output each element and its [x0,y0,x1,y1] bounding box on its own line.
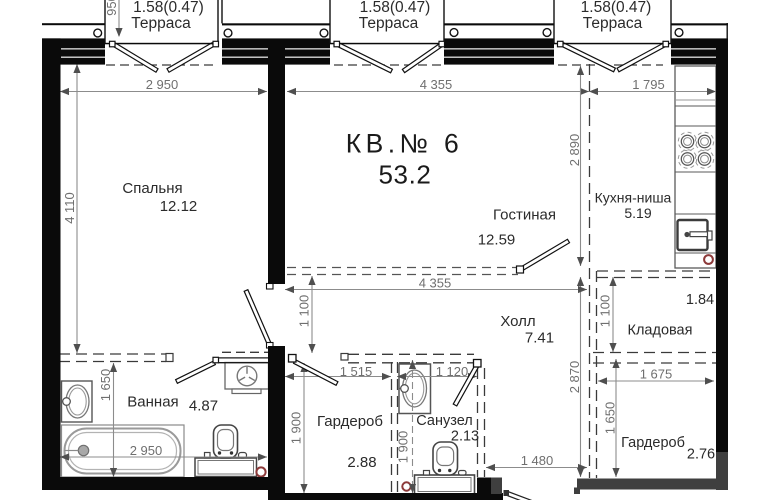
svg-text:Кухня-ниша: Кухня-ниша [595,189,672,205]
svg-text:7.41: 7.41 [525,329,554,346]
svg-text:Ванная: Ванная [127,393,178,410]
svg-text:53.2: 53.2 [378,160,431,190]
svg-text:1 515: 1 515 [340,364,373,379]
svg-text:1.58(0.47): 1.58(0.47) [360,0,431,16]
svg-text:Гостиная: Гостиная [493,206,556,223]
svg-text:Терраса: Терраса [359,15,419,32]
svg-text:2.76: 2.76 [687,447,715,463]
svg-text:2 950: 2 950 [146,77,179,92]
svg-text:2 950: 2 950 [130,443,163,458]
svg-text:2.88: 2.88 [347,454,376,471]
svg-text:950: 950 [104,0,119,16]
svg-text:1 675: 1 675 [640,367,673,382]
svg-text:1 120: 1 120 [436,364,469,379]
svg-text:4 110: 4 110 [62,192,77,224]
svg-text:2.13: 2.13 [451,429,479,445]
svg-text:1 900: 1 900 [289,412,304,445]
svg-text:12.59: 12.59 [478,231,516,248]
svg-text:1 795: 1 795 [632,77,665,92]
svg-text:2 870: 2 870 [567,361,582,394]
svg-text:Кладовая: Кладовая [628,323,693,339]
svg-text:1.58(0.47): 1.58(0.47) [581,0,652,16]
svg-text:Терраса: Терраса [583,15,643,32]
svg-text:1.58(0.47): 1.58(0.47) [133,0,204,16]
svg-text:Гардероб: Гардероб [317,413,383,430]
svg-text:Терраса: Терраса [131,15,191,32]
svg-text:1.84: 1.84 [686,292,714,308]
svg-text:4 355: 4 355 [419,276,452,291]
svg-text:12.12: 12.12 [160,198,198,215]
svg-text:Санузел: Санузел [416,413,473,429]
svg-text:4.87: 4.87 [189,397,218,414]
svg-text:1 100: 1 100 [598,295,613,328]
svg-text:Спальня: Спальня [122,180,182,197]
svg-text:1 480: 1 480 [521,453,554,468]
svg-text:5.19: 5.19 [624,205,651,221]
svg-text:4 355: 4 355 [420,77,453,92]
svg-text:Холл: Холл [500,313,535,330]
svg-text:1 900: 1 900 [396,431,411,464]
svg-text:2 890: 2 890 [567,134,582,167]
svg-text:КВ.№ 6: КВ.№ 6 [346,128,463,158]
svg-text:1 650: 1 650 [603,402,618,435]
svg-text:Гардероб: Гардероб [621,435,685,451]
svg-text:1 650: 1 650 [98,369,113,402]
svg-text:1 100: 1 100 [297,295,312,328]
